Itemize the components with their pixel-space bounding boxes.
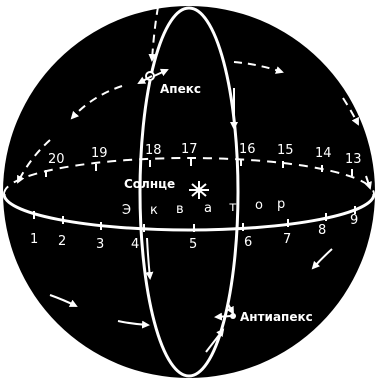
- hour-label: 9: [350, 213, 358, 228]
- apex-label: Апекс: [160, 82, 201, 96]
- hour-label: 16: [239, 142, 256, 157]
- equator-letter: р: [277, 197, 285, 212]
- equator-letter: а: [204, 201, 212, 216]
- antiapex-arrow-left: [216, 316, 231, 317]
- hour-label: 20: [48, 152, 65, 167]
- hour-label: 13: [345, 152, 362, 167]
- sun-center: [196, 187, 202, 193]
- equator-letter: Э: [122, 203, 131, 218]
- sun-label: Солнце: [124, 177, 175, 191]
- antiapex-label: Антиапекс: [240, 310, 313, 324]
- hour-label: 18: [145, 143, 162, 158]
- equator-letter: к: [150, 203, 158, 218]
- hour-label: 6: [244, 235, 252, 250]
- hour-label: 14: [315, 146, 332, 161]
- hour-label: 19: [91, 146, 108, 161]
- celestial-sphere: [3, 6, 375, 378]
- hour-label: 5: [189, 237, 197, 252]
- hour-label: 4: [131, 237, 139, 252]
- hour-label: 17: [181, 142, 198, 157]
- hour-label: 3: [96, 237, 104, 252]
- hour-label: 15: [277, 143, 294, 158]
- hour-label: 8: [318, 223, 326, 238]
- equator-letter: о: [255, 198, 263, 213]
- equator-letter: т: [229, 200, 237, 215]
- hour-label: 7: [283, 232, 291, 247]
- equator-letter: в: [176, 202, 184, 217]
- hour-label: 1: [30, 232, 38, 247]
- hour-label: 2: [58, 234, 66, 249]
